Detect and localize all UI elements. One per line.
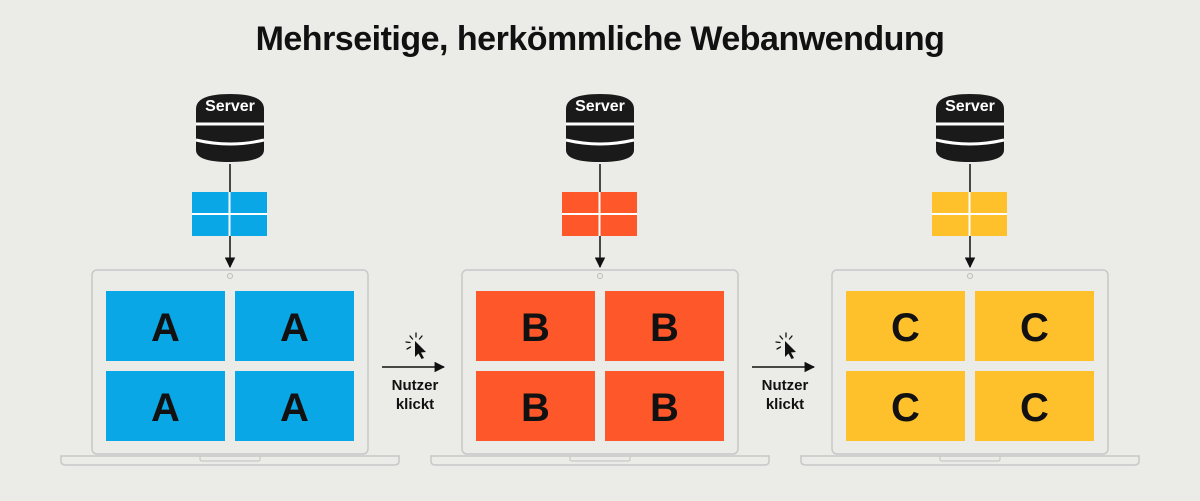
server-label: Server xyxy=(205,98,255,115)
tile-label: A xyxy=(151,386,180,430)
tile-label: C xyxy=(891,386,920,430)
page-tile xyxy=(476,291,595,361)
transition-user-click: Nutzer klickt xyxy=(382,332,446,413)
tile-label: C xyxy=(1020,386,1049,430)
tile-label: C xyxy=(891,306,920,350)
page-tile xyxy=(846,371,965,441)
column-b: Server B B B B xyxy=(430,94,770,466)
tile-label: A xyxy=(151,306,180,350)
page-tile xyxy=(476,371,595,441)
laptop xyxy=(800,269,1140,466)
server-icon: Server xyxy=(565,94,635,162)
page-tile xyxy=(605,371,724,441)
transition-label-line2: klickt xyxy=(396,396,434,413)
column-c: Server C C C C xyxy=(800,94,1140,466)
transition-user-click: Nutzer klickt xyxy=(752,332,816,413)
tile-label: A xyxy=(280,386,309,430)
cursor-click-icon xyxy=(775,332,796,359)
page-tile xyxy=(106,371,225,441)
tile-label: B xyxy=(650,386,679,430)
tile-label: C xyxy=(1020,306,1049,350)
page-tile xyxy=(235,291,354,361)
page-tile xyxy=(235,371,354,441)
page-tiles: B B B B xyxy=(476,291,724,441)
transition-label-line2: klickt xyxy=(766,396,804,413)
column-a: Server A A A A xyxy=(60,94,400,466)
page-tile xyxy=(106,291,225,361)
page-tile xyxy=(975,291,1094,361)
diagram-title: Mehrseitige, herkömmliche Webanwendung xyxy=(255,20,945,58)
laptop xyxy=(60,269,400,466)
transition-label-line1: Nutzer xyxy=(762,377,809,394)
transition-label-line1: Nutzer xyxy=(392,377,439,394)
tile-label: B xyxy=(521,306,550,350)
server-icon: Server xyxy=(935,94,1005,162)
page-grid-icon xyxy=(932,192,1007,236)
tile-label: A xyxy=(280,306,309,350)
page-tile xyxy=(975,371,1094,441)
tile-label: B xyxy=(521,386,550,430)
page-tiles: A A A A xyxy=(106,291,354,441)
server-label: Server xyxy=(945,98,995,115)
tile-label: B xyxy=(650,306,679,350)
page-tile xyxy=(846,291,965,361)
page-tiles: C C C C xyxy=(846,291,1094,441)
page-tile xyxy=(605,291,724,361)
server-label: Server xyxy=(575,98,625,115)
laptop xyxy=(430,269,770,466)
page-grid-icon xyxy=(192,192,267,236)
cursor-click-icon xyxy=(405,332,426,359)
server-icon: Server xyxy=(195,94,265,162)
page-grid-icon xyxy=(562,192,637,236)
